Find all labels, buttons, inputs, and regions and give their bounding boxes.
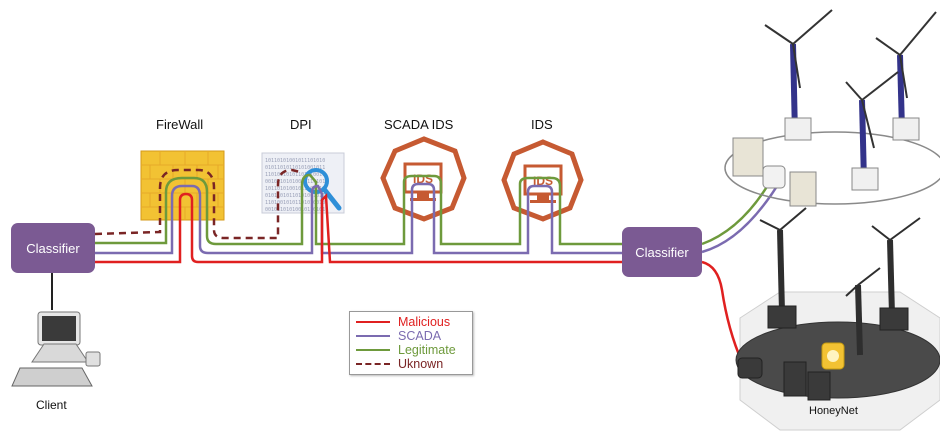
firewall-label: FireWall	[156, 117, 204, 132]
dpi-label: DPI	[290, 117, 312, 132]
ids-icon: IDS	[501, 139, 584, 222]
wind-farm-icon	[724, 9, 940, 207]
scada-ids-label: SCADA IDS	[384, 117, 454, 132]
path-legitimate	[95, 173, 770, 246]
svg-text:11010010101101010010: 11010010101101010010	[265, 200, 325, 206]
legend-label-malicious: Malicious	[398, 315, 451, 329]
svg-text:00101101010010110101: 00101101010010110101	[265, 207, 325, 213]
legend-item-scada: SCADA	[356, 329, 441, 343]
client-label: Client	[36, 398, 67, 412]
svg-text:10110101001011101010: 10110101001011101010	[265, 158, 325, 164]
svg-text:11010010101101010010: 11010010101101010010	[265, 172, 325, 178]
legend-item-malicious: Malicious	[356, 315, 450, 329]
legend-swatch-legitimate	[356, 349, 390, 351]
honeynet-icon	[735, 207, 940, 431]
firewall-icon	[140, 150, 225, 221]
svg-text:00101101010010110101: 00101101010010110101	[265, 179, 325, 185]
svg-text:10110101001011101010: 10110101001011101010	[265, 186, 325, 192]
legend-item-unknown: Uknown	[356, 357, 443, 371]
classifier-left: Classifier	[11, 223, 95, 273]
scada-ids-icon: IDS	[380, 136, 467, 222]
legend-swatch-unknown	[356, 363, 390, 365]
path-unknown	[94, 168, 301, 240]
honeynet-label: HoneyNet	[809, 405, 858, 417]
ids-label: IDS	[531, 117, 553, 132]
path-malicious	[95, 192, 744, 363]
client-computer-icon	[11, 311, 101, 387]
legend-label-legitimate: Legitimate	[398, 343, 456, 357]
classifier-right: Classifier	[622, 227, 702, 277]
legend: Malicious SCADA Legitimate Uknown	[349, 311, 473, 375]
legend-swatch-malicious	[356, 321, 390, 323]
svg-text:01011010110101001011: 01011010110101001011	[265, 165, 325, 171]
legend-label-scada: SCADA	[398, 329, 442, 343]
legend-swatch-scada	[356, 335, 390, 337]
legend-label-unknown: Uknown	[398, 357, 444, 371]
path-scada	[95, 177, 784, 255]
svg-text:01011010110101001011: 01011010110101001011	[265, 193, 325, 199]
legend-item-legitimate: Legitimate	[356, 343, 456, 357]
